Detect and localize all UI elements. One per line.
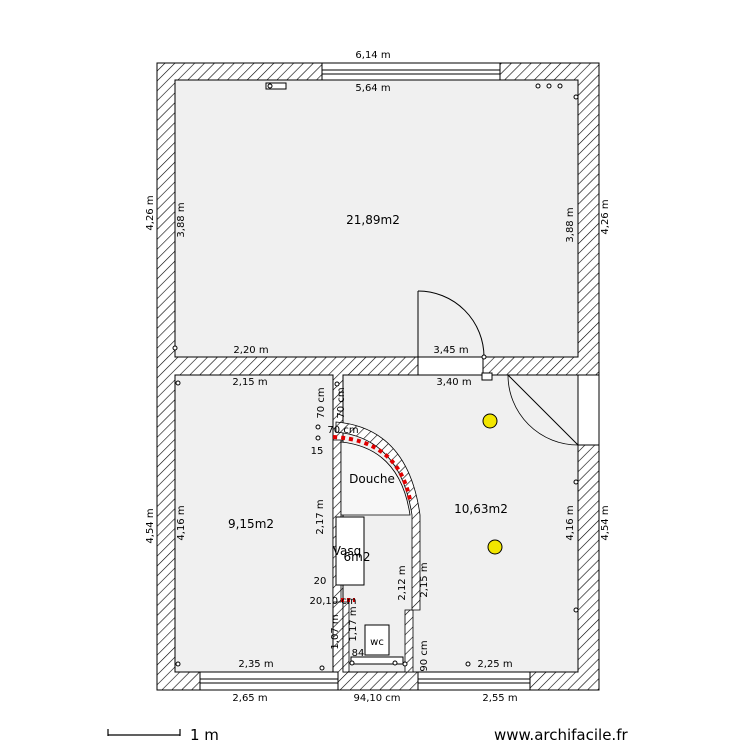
dim-part-v2: 70 cm xyxy=(336,387,347,418)
room-right-area: 10,63m2 xyxy=(454,502,508,516)
window-top xyxy=(321,62,501,81)
wc-seat xyxy=(350,656,404,665)
dim-bot-left-out: 2,65 m xyxy=(232,693,267,704)
doors xyxy=(417,290,600,446)
dim-wc-b: 1,17 m xyxy=(348,606,359,641)
dim-n20-10: 20,10 cm xyxy=(309,596,356,607)
shower-tray xyxy=(340,441,411,516)
dim-part-h-small: 70 cm xyxy=(327,425,358,436)
radiator xyxy=(265,82,287,90)
dim-mid-left-b: 2,15 m xyxy=(232,377,267,388)
dim-right-outer-top: 4,26 m xyxy=(600,199,611,234)
horizontal-dimensions: 6,14 m 5,64 m 2,20 m 3,45 m 2,15 m 3,40 … xyxy=(232,50,517,704)
dim-left-inner-top: 3,88 m xyxy=(176,202,187,237)
dim-bath-mid2: 2,15 m xyxy=(419,562,430,597)
dim-mid-right-a: 3,45 m xyxy=(433,345,468,356)
radiator-dot xyxy=(267,83,273,89)
fixtures xyxy=(172,82,579,671)
room-living-floor xyxy=(174,79,579,358)
ceiling-light-2 xyxy=(487,539,503,555)
dim-n20: 20 xyxy=(314,576,327,587)
dim-right-inner-top: 3,88 m xyxy=(565,207,576,242)
walls xyxy=(156,62,600,691)
dim-n15: 15 xyxy=(311,446,324,457)
ceiling-light-1 xyxy=(482,413,498,429)
room-bedroom-area: 9,15m2 xyxy=(228,517,274,531)
dim-top-outer: 6,14 m xyxy=(355,50,390,61)
window-bottom-left xyxy=(199,671,339,691)
shower-curve-red xyxy=(332,435,412,501)
dim-mid-right-b: 3,40 m xyxy=(436,377,471,388)
dim-right-outer-bot: 4,54 m xyxy=(600,505,611,540)
dim-right-inner-bot: 4,16 m xyxy=(565,505,576,540)
dim-bath-mid1: 2,12 m xyxy=(397,565,408,600)
dim-bot-left-in: 2,35 m xyxy=(238,659,273,670)
watermark: www.archifacile.fr xyxy=(494,726,628,744)
vasque-counter xyxy=(335,516,365,586)
windows xyxy=(199,62,531,691)
dim-bot-right-in: 2,25 m xyxy=(477,659,512,670)
room-living-area: 21,89m2 xyxy=(346,213,400,227)
dim-n90: 90 cm xyxy=(419,640,430,671)
dim-left-outer-top: 4,26 m xyxy=(145,195,156,230)
scale-label: 1 m xyxy=(190,726,219,744)
room-bath-area: 6m2 xyxy=(344,550,371,564)
shower-label: Douche xyxy=(349,472,395,486)
wc-tank xyxy=(364,624,390,656)
dim-bot-mid-out: 94,10 cm xyxy=(353,693,400,704)
dim-part-v1: 70 cm xyxy=(316,387,327,418)
room-bedroom-floor xyxy=(174,374,334,673)
dim-wc-a: 1,07 m xyxy=(330,614,341,649)
scale-bar xyxy=(107,729,181,736)
wc-label: wc xyxy=(370,637,384,648)
dim-left-inner-bot: 4,16 m xyxy=(176,505,187,540)
door-right-leaf xyxy=(507,374,579,446)
window-bottom-right xyxy=(417,671,531,691)
vertical-dimensions: 4,26 m 3,88 m 3,88 m 4,26 m 70 cm 70 cm … xyxy=(145,195,611,671)
room-right-floor xyxy=(342,374,579,673)
dim-mid-left-a: 2,20 m xyxy=(233,345,268,356)
dim-bath-left: 2,17 m xyxy=(315,499,326,534)
dim-left-outer-bot: 4,54 m xyxy=(145,508,156,543)
vasque-label: Vasq xyxy=(333,544,362,558)
dim-n84: 84 xyxy=(352,648,365,659)
dim-bot-right-out: 2,55 m xyxy=(482,693,517,704)
dim-top-inner: 5,64 m xyxy=(355,83,390,94)
